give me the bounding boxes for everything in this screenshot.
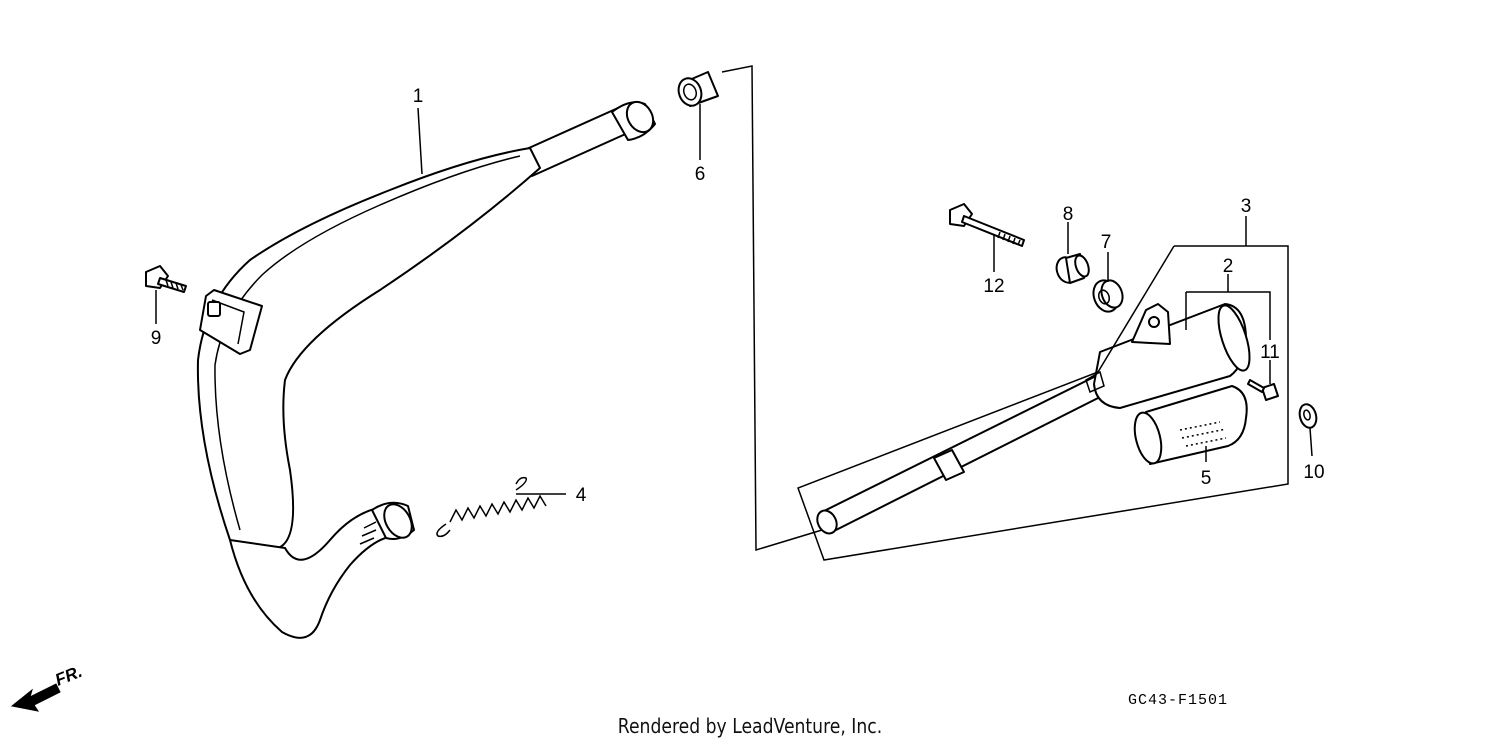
silencer-packing[interactable]: [1130, 385, 1248, 466]
callout-11: 11: [1260, 342, 1280, 363]
bolt-flange-9[interactable]: [145, 265, 187, 293]
figure-code: GC43-F1501: [1128, 692, 1229, 709]
leader-lines: [155, 104, 1313, 495]
exhaust-collar[interactable]: [675, 71, 719, 109]
washer-10[interactable]: [1297, 402, 1319, 429]
exhaust-pipe-chamber[interactable]: [196, 97, 659, 639]
callout-5: 5: [1201, 468, 1212, 489]
callout-9: 9: [151, 328, 162, 349]
bolt-flange-12[interactable]: [949, 203, 1025, 247]
callout-8: 8: [1063, 204, 1074, 225]
footer-credit: Rendered by LeadVenture, Inc.: [617, 714, 883, 738]
callout-1: 1: [413, 86, 424, 107]
group-outline: [721, 65, 1289, 561]
callout-labels: 1 2 3 4 5 6 7 8 9 10 11 12: [151, 86, 1325, 506]
muffler-assembly[interactable]: [814, 302, 1256, 537]
callout-2: 2: [1223, 256, 1234, 277]
front-label: FR.: [52, 662, 85, 690]
callout-12: 12: [983, 276, 1004, 297]
bolt-11[interactable]: [1247, 379, 1279, 401]
callout-3: 3: [1241, 196, 1252, 217]
callout-10: 10: [1303, 462, 1324, 483]
callout-7: 7: [1101, 232, 1112, 253]
front-arrow-icon: [10, 683, 61, 712]
collar-8[interactable]: [1053, 253, 1091, 286]
callout-4: 4: [576, 485, 587, 506]
exhaust-spring[interactable]: [436, 476, 547, 538]
callout-6: 6: [695, 164, 706, 185]
rubber-grommet-7[interactable]: [1089, 277, 1126, 315]
front-direction-indicator: FR.: [10, 662, 85, 712]
